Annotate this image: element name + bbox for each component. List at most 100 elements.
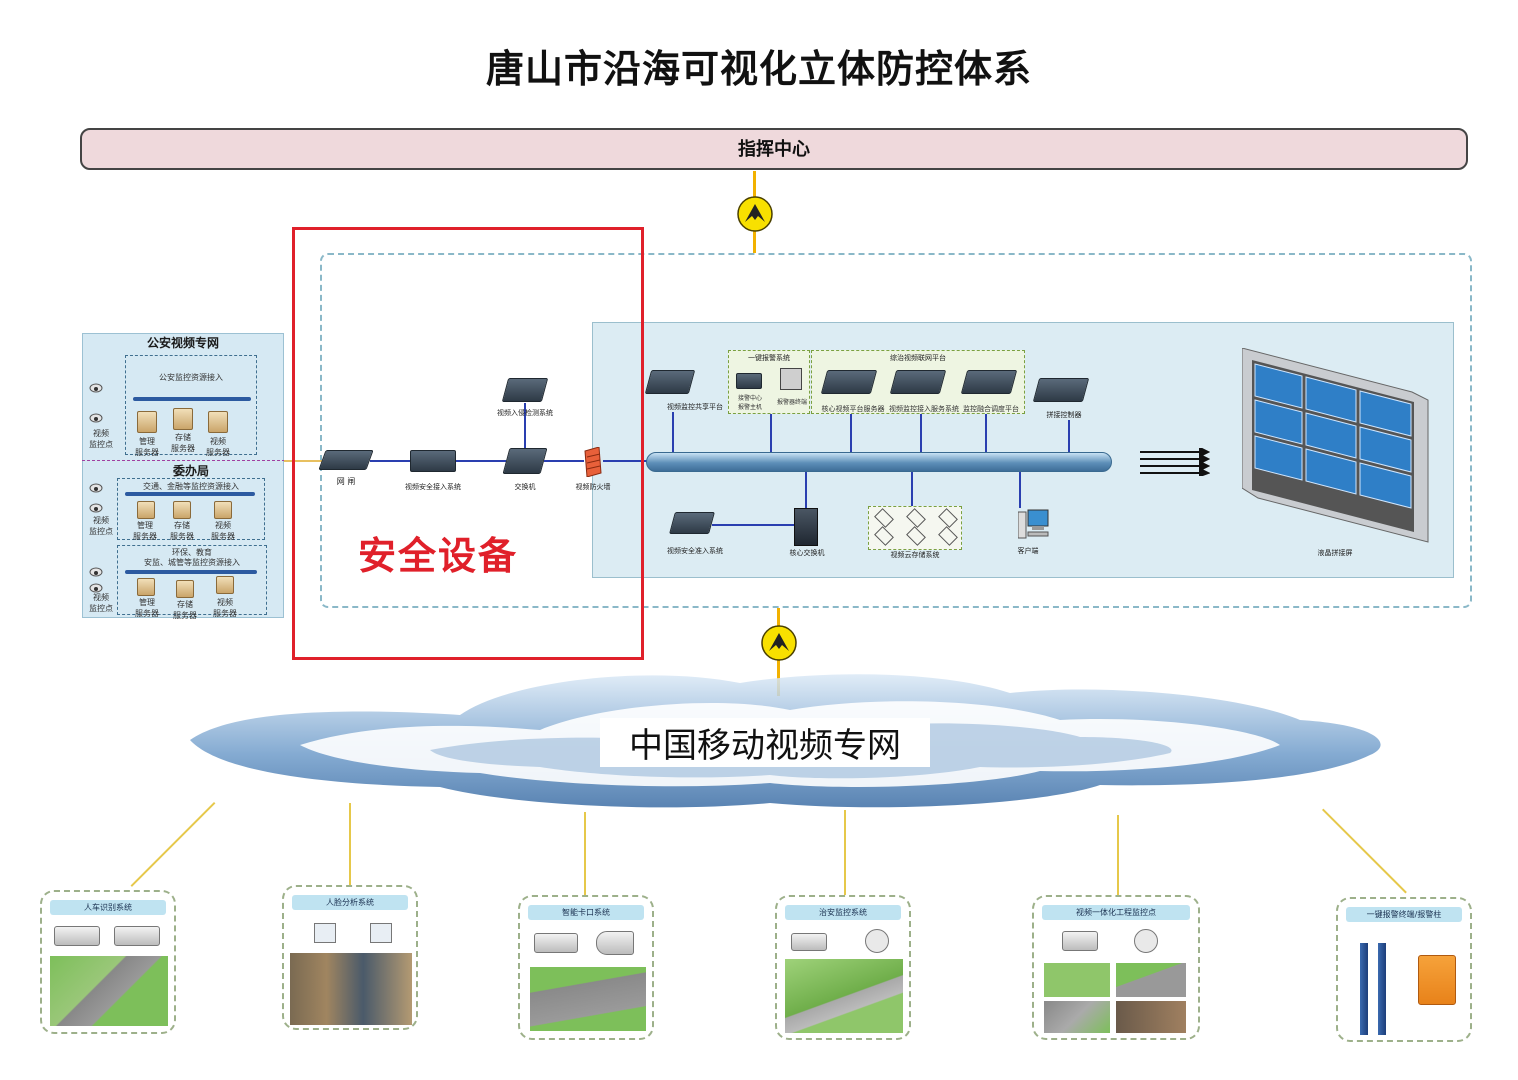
link [370,460,410,462]
camera-icon [89,562,103,581]
monitor-access-icon [889,370,947,394]
system-card-face-analysis: 人脸分析系统 [282,885,418,1030]
cloud-storage-label: 视频云存储系统 [890,551,940,559]
section2-bus [125,492,255,496]
card-title: 人脸分析系统 [292,895,408,910]
uplink-firewall-icon [736,195,774,237]
system-link-line [1322,808,1407,894]
monitor-image [1044,1001,1110,1033]
card-title: 智能卡口系统 [528,905,644,920]
section2-box [117,478,265,540]
section1-title: 公安视频专网 [146,336,219,350]
intrusion-label: 视频入侵检测系统 [497,409,553,417]
card-title: 一键报警终端/报警柱 [1346,907,1462,922]
monitor-fusion-label: 监控融合调度平台 [963,405,1019,413]
section2-server-icon [137,501,155,519]
left-connector [284,460,322,462]
face-analysis-image [290,953,412,1025]
section1-server-icon [173,408,193,430]
face-camera-icon [314,923,336,943]
security-equipment-label: 安全设备 [358,534,519,578]
section3-server-label: 存储 服务器 [173,600,197,620]
monitor-image [1116,1001,1186,1033]
section3-server-label: 视频 服务器 [213,598,237,618]
link [920,414,922,452]
video-safe-label: 视频安全准入系统 [667,547,723,555]
camera-icon [89,378,103,397]
core-platform-icon [820,370,878,394]
system-card-alarm-terminal: 一键报警终端/报警柱 [1336,897,1472,1042]
dome-camera-icon [865,929,889,953]
video-safe-device-icon [669,512,715,534]
cloud-storage-box [868,506,962,550]
alarm-terminal-icon [780,368,802,390]
link [1068,420,1070,452]
alarm-sub1-label: 接警中心 报警主机 [737,395,762,411]
section3-subtitle-2: 安监、城管等监控资源接入 [144,558,240,567]
system-link-line [844,810,846,896]
checkpoint-road-image [530,967,646,1031]
lcd-wall-icon [1241,347,1430,548]
section3-bus [125,570,257,574]
section3-server-icon [216,576,234,594]
command-center-bar: 指挥中心 [80,128,1468,170]
camera-icon [89,408,103,427]
link [911,472,913,506]
firewall-label: 视频防火墙 [575,483,611,491]
lcd-wall-label: 液晶拼接屏 [1317,549,1353,557]
monitor-fusion-icon [960,370,1018,394]
monitor-image [1116,963,1186,997]
alarm-pole-icon [1360,943,1368,1035]
system-link-line [130,802,216,887]
intersection-image [50,956,168,1026]
section2-server-label: 存储 服务器 [170,521,194,541]
arrows-icon [1140,446,1211,480]
section3-server-icon [176,580,194,598]
monitor-access-label: 视频监控接入服务系统 [889,405,959,413]
video-share-label: 视频监控共享平台 [667,403,723,411]
camera-icon [1062,931,1098,951]
link [770,414,772,452]
video-access-device-icon [410,450,456,472]
camera-icon [89,478,103,497]
link [712,524,794,526]
section1-server-label: 视频 服务器 [206,437,230,457]
section2-server-label: 视频 服务器 [211,521,235,541]
camera-icon [54,926,100,946]
system-link-line [349,803,351,885]
firewall-icon [583,446,603,481]
gateway-label: 网 闸 [336,477,356,486]
section1-server-label: 管理 服务器 [135,437,159,457]
camera-icon [114,926,160,946]
video-share-device-icon [644,370,696,394]
section1-bus [133,397,251,401]
system-link-line [1117,815,1119,897]
face-camera-icon [370,923,392,943]
link [456,460,506,462]
decoder-label: 拼接控制器 [1046,411,1082,419]
section2-server-label: 管理 服务器 [133,521,157,541]
link [524,403,526,448]
system-card-public-security: 治安监控系统 [775,895,911,1040]
section2-camera-label: 视频 监控点 [89,516,113,536]
city-block-image [785,959,903,1033]
section2-server-icon [173,501,191,519]
section1-server-icon [137,411,157,433]
system-card-vehicle-recognition: 人车识别系统 [40,890,176,1034]
section3-server-label: 管理 服务器 [135,598,159,618]
section3-subtitle-1: 环保、教育 [172,548,212,557]
link [985,414,987,452]
cloud-label: 中国移动视频专网 [600,718,930,767]
section3-camera-label: 视频 监控点 [89,593,113,613]
section2-subtitle: 交通、金融等监控资源接入 [143,482,239,491]
system-card-integrated-monitoring: 视频一体化工程监控点 [1032,895,1200,1040]
link [850,414,852,452]
section1-camera-label: 视频 监控点 [89,429,113,449]
section2-server-icon [214,501,232,519]
card-title: 视频一体化工程监控点 [1042,905,1190,920]
link [672,412,674,452]
section3-box [117,545,267,615]
camera-icon [791,933,827,951]
dome-camera-icon [1134,929,1158,953]
section3-server-icon [137,578,155,596]
